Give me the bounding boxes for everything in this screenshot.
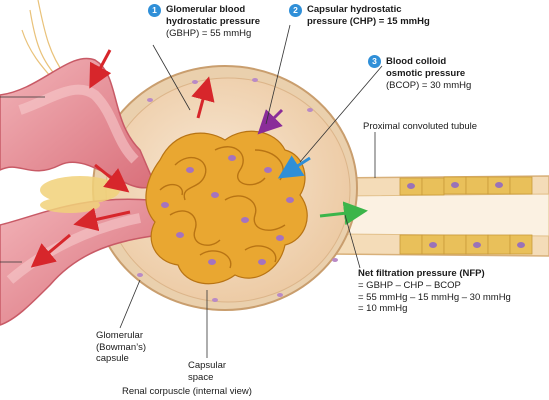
glomerular-capsule-label: Glomerular (Bowman’s) capsule xyxy=(96,330,146,364)
nfp-title: Net filtration pressure (NFP) xyxy=(358,268,485,279)
figure-caption: Renal corpuscle (internal view) xyxy=(122,386,252,397)
nfp-equation: = GBHP – CHP – BCOP = 55 mmHg – 15 mmHg … xyxy=(358,280,511,314)
chp-arrow xyxy=(257,108,284,135)
chp-title: Capsular hydrostatic pressure (CHP) = 15… xyxy=(307,4,430,27)
proximal-tubule xyxy=(329,175,549,257)
arterioles xyxy=(0,57,161,326)
gbhp-arrow xyxy=(191,76,215,119)
bcop-arrow xyxy=(277,155,311,179)
bcop-value: (BCOP) = 30 mmHg xyxy=(386,80,472,91)
gbhp-title: Glomerular blood hydrostatic pressure xyxy=(166,4,260,27)
chp-number-badge: 2 xyxy=(289,4,302,17)
glomerulus-nuclei xyxy=(161,155,294,265)
gbhp-value: (GBHP) = 55 mmHg xyxy=(166,28,252,39)
gbhp-number-badge: 1 xyxy=(148,4,161,17)
leader-lines xyxy=(0,24,383,358)
proximal-tubule-label: Proximal convoluted tubule xyxy=(363,121,478,132)
bcop-number-badge: 3 xyxy=(368,55,381,68)
capsular-space-label: Capsular space xyxy=(188,360,227,383)
bcop-title: Blood colloid osmotic pressure xyxy=(386,56,466,79)
nfp-arrow xyxy=(319,201,368,226)
blood-flow-arrows xyxy=(30,49,131,268)
